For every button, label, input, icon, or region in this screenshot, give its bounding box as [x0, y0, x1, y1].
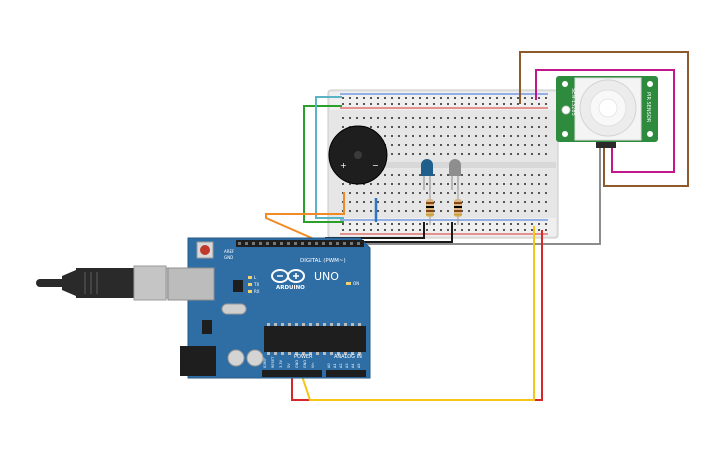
- led-gray-body: [449, 159, 461, 176]
- power-jack: [180, 346, 216, 376]
- pir-sensor[interactable]: SEN-13285 PIR SENSOR: [556, 76, 658, 148]
- analog-pin-label: A4: [351, 363, 355, 368]
- buzzer-plus-label: +: [340, 161, 347, 170]
- power-pin-label: 5V: [287, 363, 291, 368]
- power-pin-label: GND: [303, 360, 307, 368]
- power-pin-label: Vin: [311, 362, 315, 368]
- usb-connector: [133, 265, 167, 301]
- label-l: L: [254, 275, 257, 280]
- label-on: ON: [353, 281, 359, 286]
- label-tx: TX: [253, 282, 259, 287]
- wire-orange[interactable]: [265, 192, 345, 247]
- label-gnd: GND: [224, 255, 233, 260]
- led-gray[interactable]: [449, 159, 461, 190]
- reset-button[interactable]: [200, 245, 210, 255]
- breadboard[interactable]: [327, 89, 559, 239]
- wire-teal[interactable]: [315, 96, 344, 219]
- power-pin-label: 3.3V: [279, 359, 283, 368]
- led-blue-body: [421, 159, 433, 176]
- power-header-label: POWER: [294, 354, 313, 360]
- analog-header: [326, 370, 366, 377]
- resistor-2[interactable]: [454, 190, 462, 225]
- wire-brown[interactable]: [519, 51, 689, 187]
- analog-pin-label: A0: [327, 363, 331, 368]
- pir-label-right: PIR SENSOR: [645, 92, 651, 123]
- resistor-1[interactable]: [426, 190, 434, 225]
- analog-pin-label: A5: [357, 363, 361, 368]
- label-aref: AREF: [224, 249, 235, 254]
- usb-jack: [167, 267, 215, 301]
- capacitor-1: [227, 349, 245, 367]
- power-header: [262, 370, 322, 377]
- atmega-chip: [264, 326, 366, 352]
- analog-pin-label: A1: [333, 363, 337, 368]
- pir-label-left: SEN-13285: [570, 88, 576, 116]
- arduino-uno[interactable]: DIGITAL (PWM~) AREF GND ARDUINO UNO L TX…: [167, 237, 371, 379]
- power-pin-label: GND: [295, 360, 299, 368]
- power-pin-label: RESET: [271, 356, 275, 368]
- arduino-model: UNO: [314, 270, 339, 283]
- arduino-brand: ARDUINO: [276, 285, 305, 291]
- led-blue[interactable]: [421, 159, 433, 190]
- wire-magenta[interactable]: [535, 69, 675, 173]
- label-rx: RX: [254, 289, 260, 294]
- wire-green[interactable]: [303, 105, 344, 223]
- pir-pin-header: [596, 142, 616, 148]
- wire-yellow[interactable]: [301, 226, 535, 401]
- analog-pin-label: A2: [339, 363, 343, 368]
- capacitor-2: [246, 349, 264, 367]
- buzzer-minus-label: −: [372, 161, 379, 170]
- analog-header-label: ANALOG IN: [334, 354, 362, 360]
- power-pin-label: IOREF: [263, 358, 267, 368]
- piezo-buzzer[interactable]: + −: [328, 125, 388, 185]
- arduino-logo-icon: [271, 269, 305, 283]
- digital-header: [236, 240, 364, 247]
- analog-pin-label: A3: [345, 363, 349, 368]
- digital-header-label: DIGITAL (PWM~): [300, 258, 346, 264]
